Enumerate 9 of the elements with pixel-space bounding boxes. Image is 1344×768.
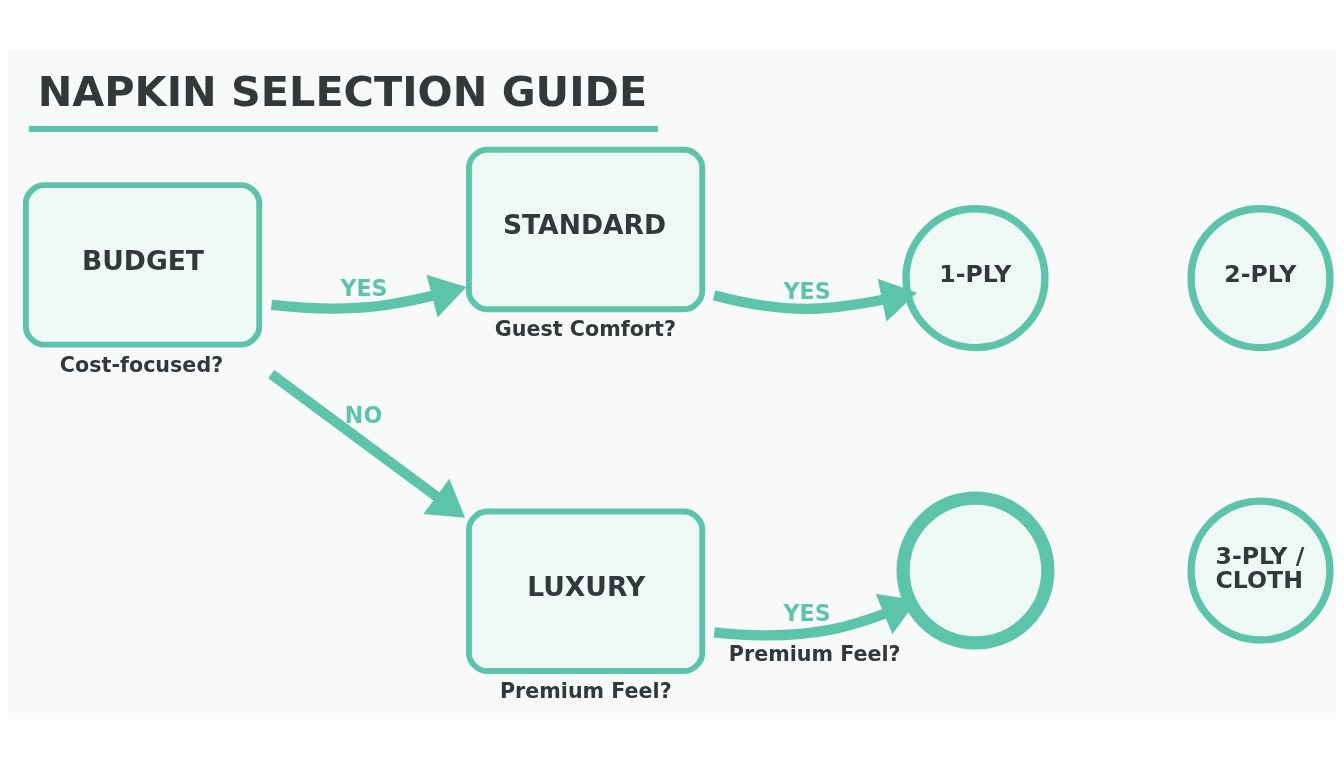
node-label: Cost-focused? [59, 352, 224, 376]
edge-label: NO [344, 401, 383, 428]
edge-label: YES [783, 277, 831, 304]
node-label: Premium Feel? [728, 641, 901, 666]
node-label: Guest Comfort? [494, 316, 676, 341]
node-label: Premium Feel? [499, 678, 672, 703]
diagram-title: NAPKIN SELECTION GUIDE [37, 67, 648, 116]
edge-label: YES [783, 599, 831, 626]
edge-label: YES [340, 274, 388, 301]
